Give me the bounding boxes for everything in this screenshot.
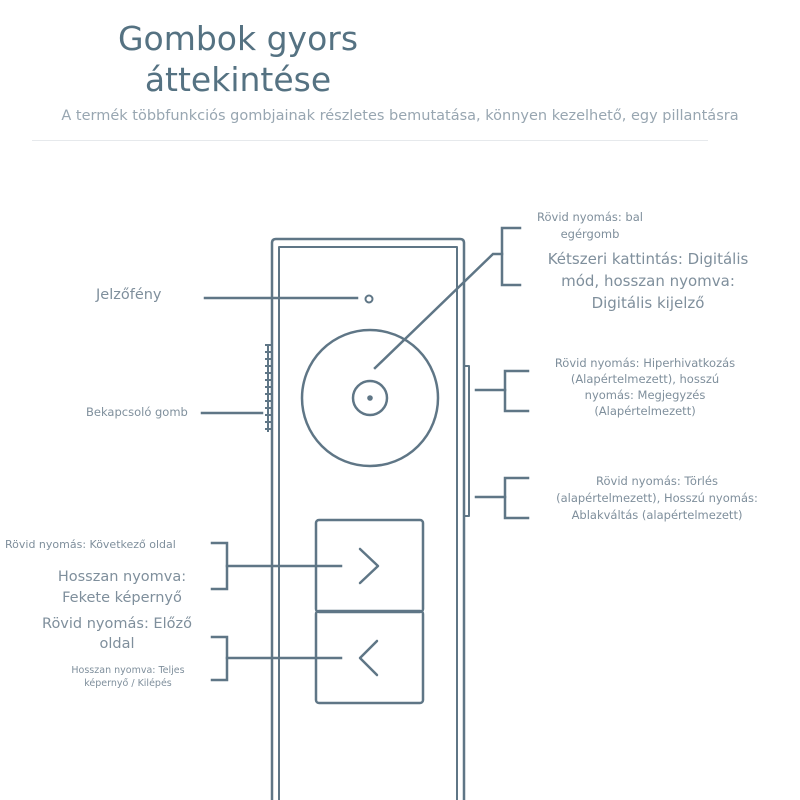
label-prev-long-line-2: képernyő / Kilépés <box>84 678 172 689</box>
power-switch <box>265 344 272 432</box>
side-button-upper <box>463 365 470 517</box>
bracket-side-lower <box>503 476 530 520</box>
label-main-double: Kétszeri kattintás: Digitális mód, hossz… <box>526 248 770 314</box>
label-side-lower-line-2: (alapértelmezett), Hosszú nyomás: <box>556 491 758 505</box>
label-prev-short-line-1: Rövid nyomás: Előző <box>42 616 192 632</box>
indicator-light <box>364 294 374 304</box>
label-next-short: Rövid nyomás: Következő oldal <box>5 538 176 551</box>
label-side-upper-line-2: (Alapértelmezett), hosszú <box>570 372 720 386</box>
label-main-double-line-1: Kétszeri kattintás: Digitális <box>547 250 749 268</box>
page-title: Gombok gyors áttekintése <box>28 18 448 100</box>
header-divider <box>32 140 708 141</box>
label-main-short-line-1: Rövid nyomás: bal <box>537 210 643 224</box>
prev-chevron-icon <box>358 639 379 677</box>
label-main-short-line-2: egérgomb <box>560 227 620 241</box>
label-main-double-line-2: mód, hosszan nyomva: <box>561 272 735 290</box>
main-button-dot <box>367 395 373 401</box>
label-main-short: Rövid nyomás: bal egérgomb <box>526 209 654 243</box>
main-button-outer <box>300 328 440 468</box>
bracket-next <box>210 541 229 591</box>
label-side-lower: Rövid nyomás: Törlés (alapértelmezett), … <box>536 473 778 524</box>
label-prev-long: Hosszan nyomva: Teljes képernyő / Kilépé… <box>40 664 216 690</box>
label-main-double-line-3: Digitális kijelző <box>591 294 705 312</box>
label-prev-long-line-1: Hosszan nyomva: Teljes <box>71 665 185 676</box>
label-indicator: Jelzőfény <box>96 287 162 303</box>
label-side-lower-line-1: Rövid nyomás: Törlés <box>596 474 718 488</box>
label-power: Bekapcsoló gomb <box>86 405 188 419</box>
label-prev-short-line-2: oldal <box>99 636 135 652</box>
label-prev-short: Rövid nyomás: Előző oldal <box>20 614 214 654</box>
label-side-lower-line-3: Ablakváltás (alapértelmezett) <box>571 508 743 522</box>
label-side-upper: Rövid nyomás: Hiperhivatkozás (Alapértel… <box>532 355 758 419</box>
bracket-side-upper <box>503 369 530 413</box>
page-subtitle: A termék többfunkciós gombjainak részlet… <box>61 108 739 124</box>
remote-body <box>270 237 466 800</box>
label-next-long-line-1: Hosszan nyomva: <box>57 569 187 585</box>
label-side-upper-line-3: nyomás: Megjegyzés <box>584 388 706 402</box>
remote-top-cap <box>278 246 458 800</box>
leader-main-button <box>373 252 504 370</box>
label-next-long-line-2: Fekete képernyő <box>62 590 182 606</box>
bracket-main-button <box>500 226 522 287</box>
label-side-upper-line-1: Rövid nyomás: Hiperhivatkozás <box>554 356 736 370</box>
next-chevron-icon <box>358 547 380 585</box>
title-line-1: Gombok gyors <box>117 19 359 58</box>
title-line-2: áttekintése <box>144 60 332 99</box>
main-button-inner <box>351 379 389 417</box>
label-side-upper-line-4: (Alapértelmezett) <box>594 404 696 418</box>
label-next-long: Hosszan nyomva: Fekete képernyő <box>40 567 204 609</box>
